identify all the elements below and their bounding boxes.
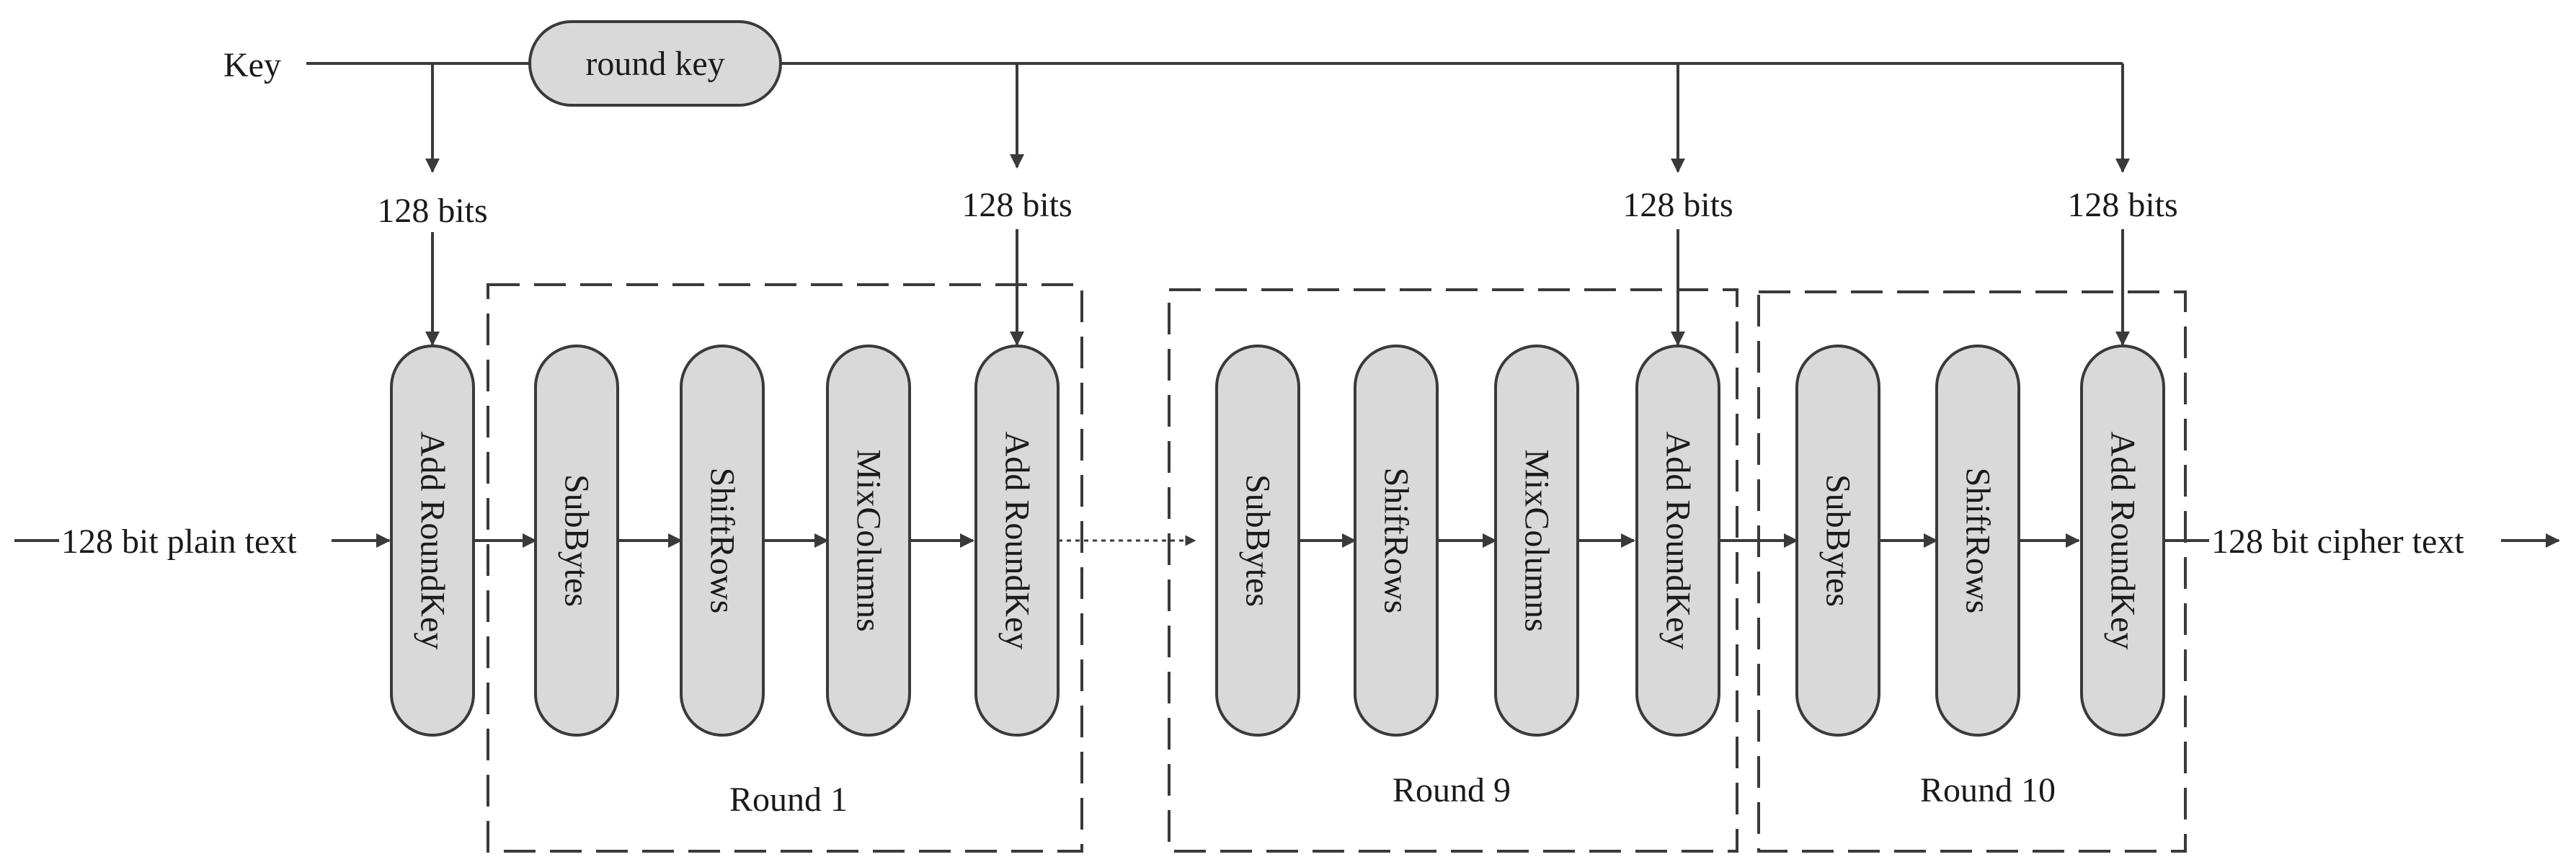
block-r1-mixcolumns-label: MixColumns	[850, 449, 888, 631]
block-r1-subbytes-label: SubBytes	[558, 474, 596, 607]
block-r9-subbytes-label: SubBytes	[1239, 474, 1277, 607]
block-r10-shiftrows: ShiftRows	[1935, 345, 2020, 737]
block-r9-shiftrows: ShiftRows	[1354, 345, 1439, 737]
output-label: 128 bit cipher text	[2211, 523, 2464, 561]
block-r9-shiftrows-label: ShiftRows	[1377, 468, 1416, 614]
round-9-label: Round 9	[1393, 771, 1511, 809]
block-r1-subbytes: SubBytes	[534, 345, 619, 737]
block-r10-add-roundkey: Add RoundKey	[2080, 345, 2165, 737]
block-r9-subbytes: SubBytes	[1215, 345, 1300, 737]
round-9-box	[1168, 288, 1738, 853]
block-r10-subbytes-label: SubBytes	[1819, 474, 1857, 607]
block-r10-add-roundkey-label: Add RoundKey	[2104, 432, 2142, 650]
block-r9-add-roundkey: Add RoundKey	[1635, 345, 1720, 737]
bits-label-initial: 128 bits	[377, 192, 487, 230]
block-r9-mixcolumns: MixColumns	[1494, 345, 1579, 737]
block-r1-shiftrows: ShiftRows	[680, 345, 765, 737]
block-r9-add-roundkey-label: Add RoundKey	[1659, 432, 1697, 650]
round-10-box	[1757, 290, 2187, 853]
round-key-block	[528, 20, 782, 107]
key-label: Key	[223, 46, 281, 84]
block-r1-mixcolumns: MixColumns	[826, 345, 911, 737]
input-label: 128 bit plain text	[61, 523, 297, 561]
block-r1-add-roundkey: Add RoundKey	[974, 345, 1060, 737]
round-key-label: round key	[585, 45, 724, 83]
round-1-box	[487, 283, 1083, 853]
block-r9-mixcolumns-label: MixColumns	[1518, 449, 1556, 631]
bits-label-r9: 128 bits	[1622, 186, 1733, 224]
block-r10-shiftrows-label: ShiftRows	[1959, 468, 1997, 614]
bits-label-r1: 128 bits	[961, 186, 1072, 224]
round-1-label: Round 1	[729, 781, 848, 819]
block-initial-add-roundkey: Add RoundKey	[390, 345, 475, 737]
round-10-label: Round 10	[1920, 771, 2056, 809]
block-initial-label: Add RoundKey	[414, 432, 452, 650]
block-r1-add-roundkey-label: Add RoundKey	[998, 432, 1036, 650]
bits-label-r10: 128 bits	[2067, 186, 2177, 224]
block-r10-subbytes: SubBytes	[1795, 345, 1880, 737]
block-r1-shiftrows-label: ShiftRows	[703, 468, 742, 614]
